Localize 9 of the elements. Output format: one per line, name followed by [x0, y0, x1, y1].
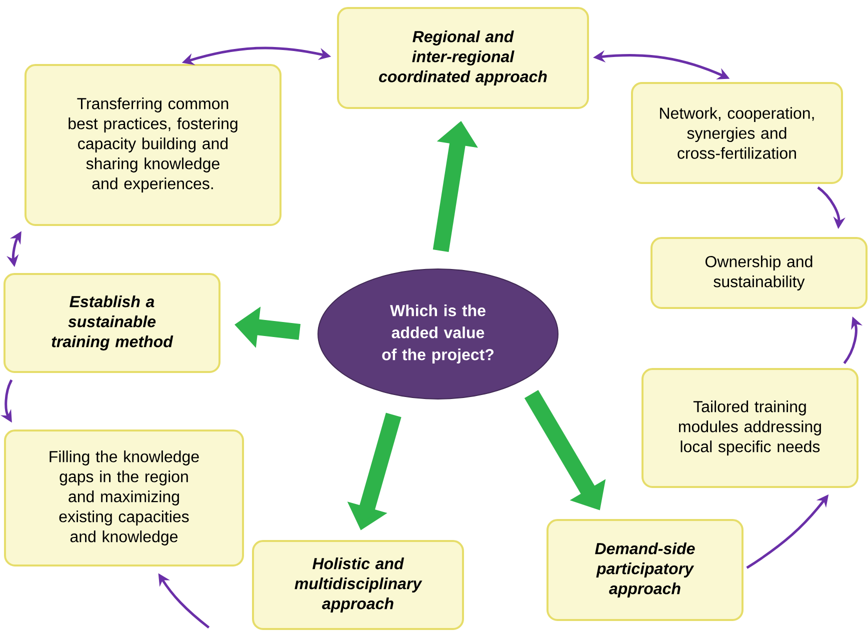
text-box: Ownership and sustainability — [650, 237, 868, 309]
text-box: Network, cooperation, synergies and cross-fertilization — [631, 82, 843, 184]
text-box: Holistic and multidisciplinary approach — [252, 540, 464, 630]
text-box: Transferring common best practices, fostering capacity building and sharing knowledge and experiences. — [24, 64, 282, 226]
text-box: Demand-side participatory approach — [546, 519, 744, 621]
text-box: Filling the knowledge gaps in the region and maximizing existing capacities and knowledge — [4, 430, 244, 566]
text-box: Tailored training modules addressing local specific needs — [642, 368, 858, 488]
text-box: Regional and inter-regional coordinated approach — [337, 7, 589, 109]
text-box: Establish a sustainable training method — [4, 273, 220, 373]
